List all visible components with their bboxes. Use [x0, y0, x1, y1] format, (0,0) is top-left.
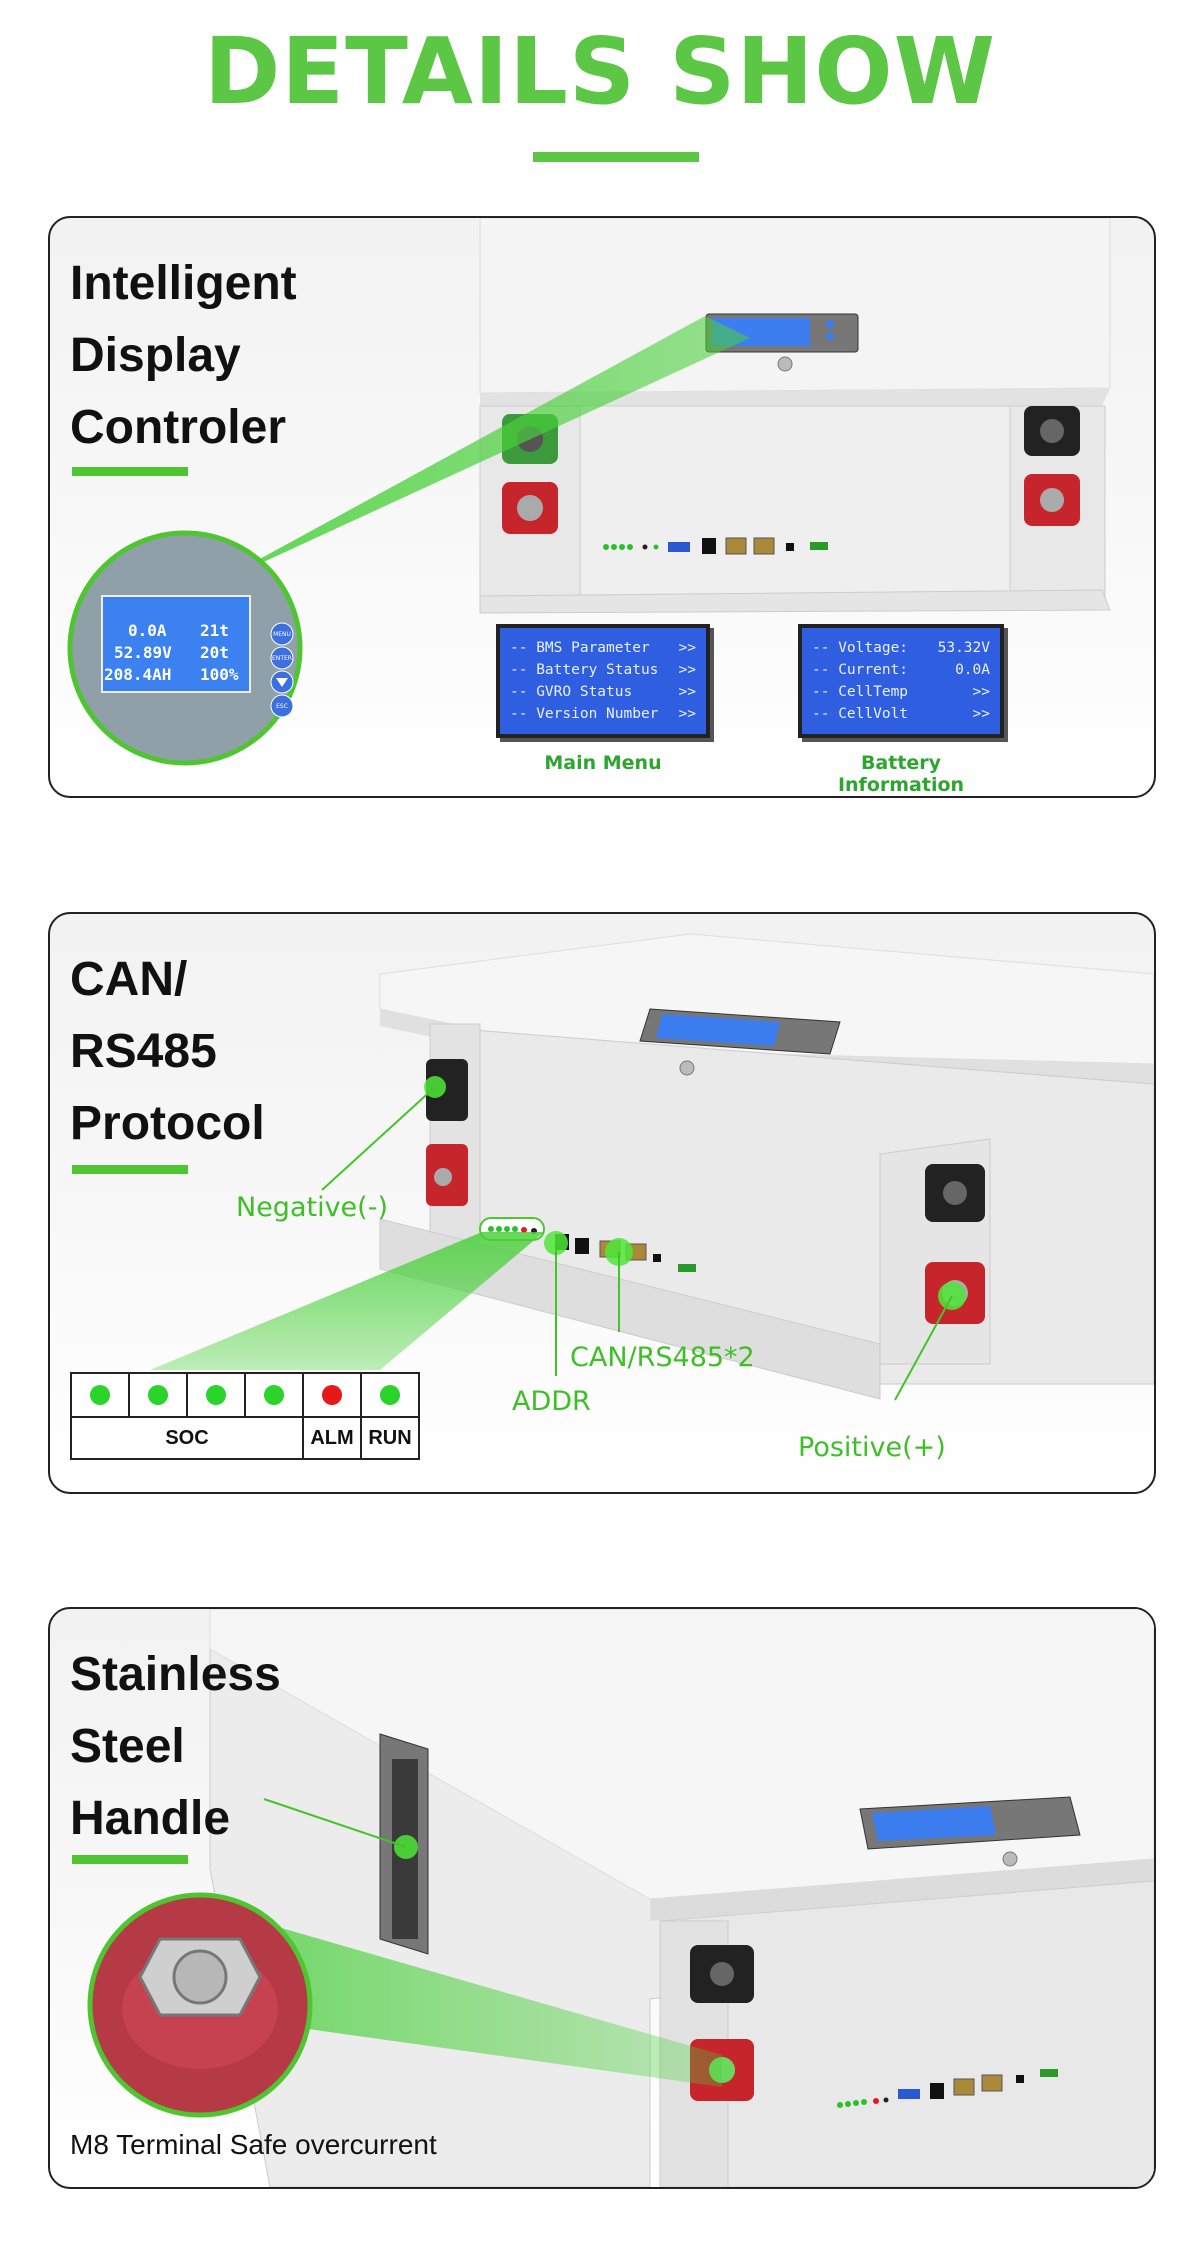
battery-illustration-1: 0.0A 52.89V 208.4AH 21t 20t 100% MENU EN… [67, 218, 1111, 766]
zoom-line-2: 52.89V [114, 643, 172, 662]
lcd-row: -- GVRO Status>> [510, 684, 696, 700]
soc-label: SOC [70, 1416, 304, 1460]
zoom-right-3: 100% [200, 665, 239, 684]
run-label: RUN [360, 1416, 420, 1460]
soc-led-4 [264, 1385, 284, 1405]
zoom-right-2: 20t [200, 643, 229, 662]
section3-heading: Stainless Steel Handle [70, 1639, 281, 1855]
zoom-btn-enter: ENTER [272, 655, 292, 662]
panel-intelligent-display: 0.0A 52.89V 208.4AH 21t 20t 100% MENU EN… [48, 216, 1156, 798]
negative-callout: Negative(-) [236, 1192, 388, 1223]
lcd-row: -- CellVolt>> [812, 706, 990, 722]
soc-led-2 [148, 1385, 168, 1405]
zoom-btn-esc: ESC [276, 703, 288, 710]
zoom-right-1: 21t [200, 621, 229, 640]
panel-stainless-handle: Stainless Steel Handle M8 Terminal Safe … [48, 1607, 1156, 2189]
can-rs485-callout: CAN/RS485*2 [570, 1342, 755, 1373]
heading-line: Steel [70, 1720, 185, 1773]
lcd-row: -- BMS Parameter>> [510, 640, 696, 656]
heading-line: Intelligent [70, 257, 297, 310]
page-title: DETAILS SHOW [203, 18, 997, 125]
terminal-caption: M8 Terminal Safe overcurrent [70, 2129, 437, 2160]
lcd-row: -- Battery Status>> [510, 662, 696, 678]
battery-illustration-2 [150, 933, 1154, 1401]
main-menu-caption: Main Menu [544, 752, 662, 774]
heading-underline [72, 1855, 188, 1864]
heading-line: Controler [70, 401, 286, 454]
positive-callout: Positive(+) [798, 1432, 946, 1463]
lcd-row: -- Version Number>> [510, 706, 696, 722]
led-cell [186, 1372, 246, 1418]
run-led [380, 1385, 400, 1405]
section2-heading: CAN/ RS485 Protocol [70, 944, 265, 1160]
led-status-table: SOC ALM RUN [70, 1372, 420, 1460]
led-cell [244, 1372, 304, 1418]
heading-line: CAN/ [70, 953, 188, 1006]
soc-led-1 [90, 1385, 110, 1405]
led-cell [70, 1372, 130, 1418]
main-menu-lcd: -- BMS Parameter>> -- Battery Status>> -… [496, 624, 710, 738]
heading-line: Display [70, 329, 241, 382]
heading-line: RS485 [70, 1025, 217, 1078]
zoom-line-1: 0.0A [128, 621, 167, 640]
heading-line: Protocol [70, 1097, 265, 1150]
lcd-row: -- Current:0.0A [812, 662, 990, 678]
heading-line: Handle [70, 1792, 231, 1845]
led-cell [360, 1372, 420, 1418]
alm-led [322, 1385, 342, 1405]
heading-underline [72, 1165, 188, 1174]
zoom-line-3: 208.4AH [104, 665, 171, 684]
heading-line: Stainless [70, 1648, 281, 1701]
section1-heading: Intelligent Display Controler [70, 248, 297, 464]
battery-info-lcd: -- Voltage:53.32V -- Current:0.0A -- Cel… [798, 624, 1004, 738]
zoom-btn-menu: MENU [273, 631, 291, 638]
battery-info-caption: Battery Information [837, 752, 965, 796]
panel-can-protocol: CAN/ RS485 Protocol Negative(-) CAN/RS48… [48, 912, 1156, 1494]
soc-led-3 [206, 1385, 226, 1405]
lcd-row: -- CellTemp>> [812, 684, 990, 700]
addr-callout: ADDR [512, 1386, 591, 1417]
led-cell [302, 1372, 362, 1418]
title-underline [533, 152, 699, 162]
battery-illustration-3 [87, 1609, 1154, 2187]
alm-label: ALM [302, 1416, 362, 1460]
led-cell [128, 1372, 188, 1418]
lcd-row: -- Voltage:53.32V [812, 640, 990, 656]
heading-underline [72, 467, 188, 476]
